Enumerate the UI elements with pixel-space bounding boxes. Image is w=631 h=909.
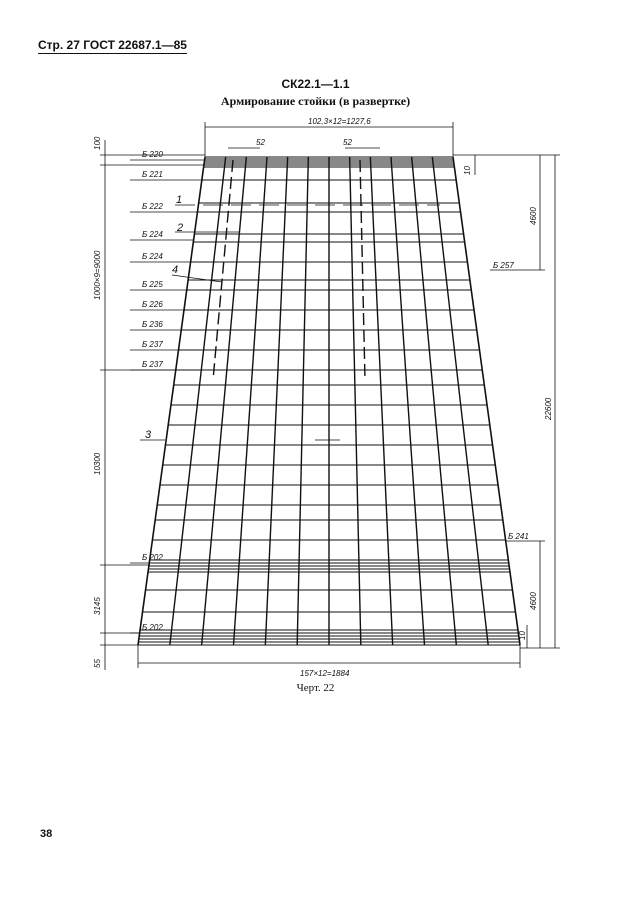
- page-number: 38: [40, 828, 53, 840]
- vertical-bar: [200, 156, 248, 646]
- figure-caption: Черт. 22: [296, 682, 335, 694]
- top-dimension: 102,3×12=1227,6: [308, 117, 371, 126]
- drawing-subtitle: Армирование стойки (в развертке): [220, 94, 411, 108]
- bar-label: Б 221: [142, 170, 163, 179]
- drawing-title: СК22.1—1.1: [281, 77, 350, 91]
- right-label-b257: Б 257: [493, 261, 514, 270]
- bar-label: Б 222: [142, 202, 163, 211]
- bar-label: Б 225: [142, 280, 163, 289]
- page-header: Стр. 27 ГОСТ 22687.1—85: [38, 38, 187, 54]
- bottom-dimension: 157×12=1884: [300, 669, 350, 678]
- right-dim-10-bottom: 10: [518, 631, 527, 640]
- vertical-bar: [452, 156, 521, 646]
- bar-label: Б 224: [142, 230, 163, 239]
- left-dim-9000: 1000×9=9000: [93, 250, 102, 300]
- callout-4: 4: [172, 264, 178, 276]
- left-dim-55: 55: [93, 659, 102, 668]
- bar-label: Б 224: [142, 252, 163, 261]
- bar-label: Б 202: [142, 623, 163, 632]
- vertical-bar: [348, 156, 362, 646]
- dimension-lines: [100, 122, 560, 670]
- left-dim-100: 100: [93, 136, 102, 150]
- right-label-b241: Б 241: [508, 532, 529, 541]
- spacing-right: 52: [343, 138, 352, 147]
- vertical-bar: [410, 156, 458, 646]
- callout-2: 2: [176, 222, 183, 234]
- vertical-bar: [137, 156, 206, 646]
- bar-label: Б 237: [142, 340, 163, 349]
- vertical-bar: [390, 156, 426, 646]
- vertical-bar: [296, 156, 310, 646]
- bar-label: Б 226: [142, 300, 163, 309]
- bar-label: Б 237: [142, 360, 163, 369]
- vertical-bar: [264, 156, 289, 646]
- dashed-bar: [359, 159, 366, 381]
- bar-label: Б 220: [142, 150, 163, 159]
- right-dim-4600-bottom: 4600: [529, 592, 538, 610]
- right-dim-4600-top: 4600: [529, 207, 538, 225]
- vertical-bar: [431, 156, 489, 646]
- dashed-bar: [212, 159, 234, 381]
- spacing-left: 52: [256, 138, 265, 147]
- vertical-bar: [369, 156, 394, 646]
- vertical-bar: [232, 156, 268, 646]
- vertical-bar: [169, 156, 227, 646]
- callout-4-arrow-line: [171, 274, 223, 283]
- bar-label: Б 236: [142, 320, 163, 329]
- right-dim-22600: 22600: [544, 397, 553, 421]
- left-dim-3145: 3145: [93, 597, 102, 615]
- callout-1: 1: [176, 194, 182, 206]
- left-dim-10300: 10300: [93, 452, 102, 475]
- right-dim-10-top: 10: [463, 166, 472, 175]
- bar-label: Б 202: [142, 553, 163, 562]
- callout-3: 3: [145, 429, 152, 441]
